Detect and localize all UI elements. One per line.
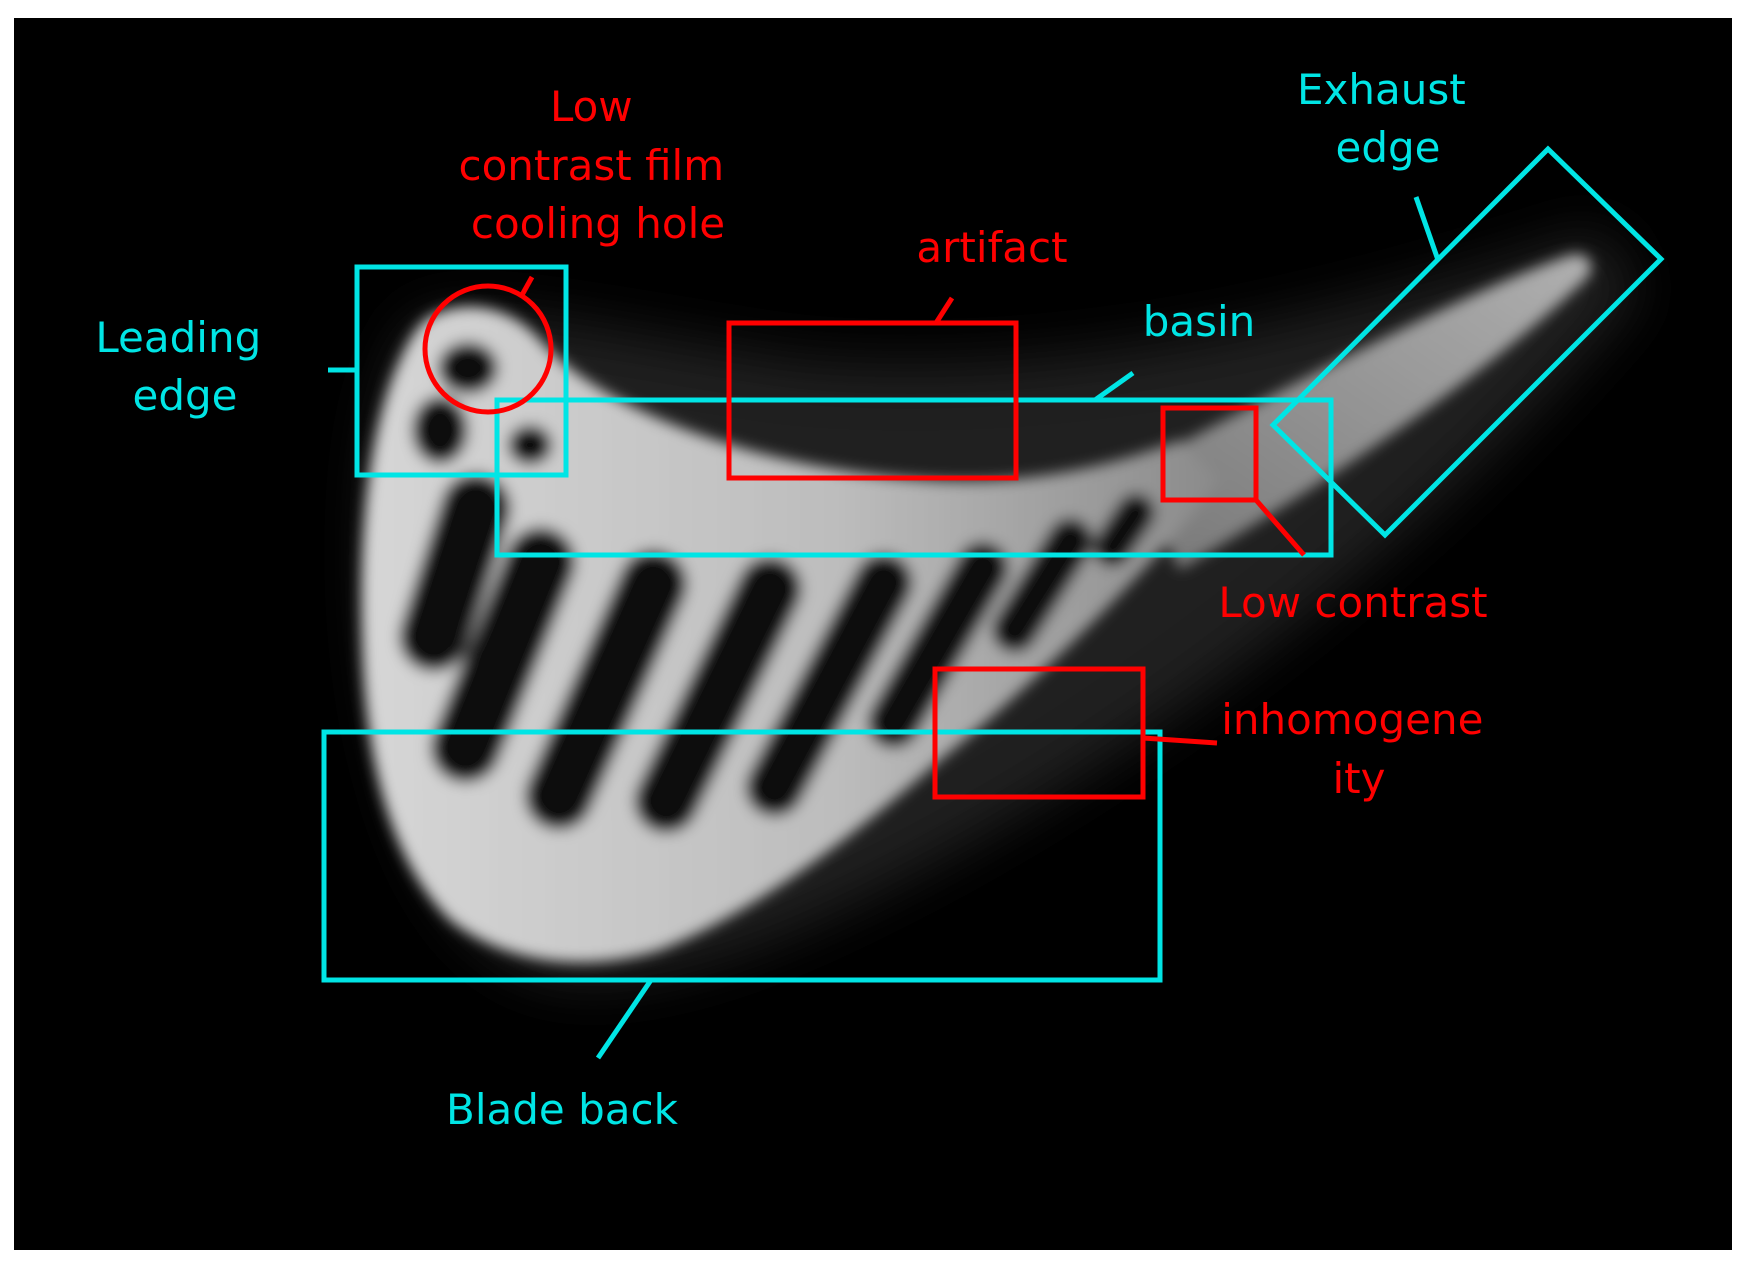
label-leading-edge-line2: edge bbox=[133, 371, 238, 420]
low-contrast-leader bbox=[1254, 498, 1306, 557]
label-exhaust-edge-line2: edge bbox=[1336, 123, 1441, 172]
blade-trailing-tail bbox=[1130, 254, 1592, 571]
label-artifact-line1: artifact bbox=[916, 223, 1067, 272]
label-film-hole: Low contrast film cooling hole bbox=[459, 82, 738, 248]
red-annotations bbox=[422, 275, 1306, 800]
turbine-blade-cross-section bbox=[361, 254, 1592, 963]
basin-leader bbox=[1093, 370, 1135, 403]
label-film-hole-line1: Low bbox=[550, 82, 633, 131]
label-blade-back-line1: Blade back bbox=[446, 1085, 679, 1134]
basin-box bbox=[494, 397, 1334, 558]
label-inhomogeneity-line2: ity bbox=[1333, 754, 1386, 803]
label-film-hole-line2: contrast film bbox=[459, 141, 725, 190]
label-exhaust-edge-line1: Exhaust bbox=[1297, 65, 1466, 114]
label-artifact: artifact bbox=[916, 223, 1067, 272]
label-exhaust-edge: Exhaust edge bbox=[1297, 65, 1479, 172]
label-basin-line1: basin bbox=[1143, 297, 1256, 346]
label-blade-back: Blade back bbox=[446, 1085, 679, 1134]
label-leading-edge-line1: Leading bbox=[95, 313, 261, 362]
low-contrast-box bbox=[1160, 405, 1259, 503]
film-hole-circle bbox=[422, 283, 554, 415]
cooling-channels bbox=[398, 473, 1155, 834]
film-hole-leader bbox=[519, 275, 535, 297]
blade-back-box bbox=[321, 729, 1163, 983]
leading-edge-cavities bbox=[412, 342, 552, 465]
inhomogeneity-leader bbox=[1142, 735, 1218, 746]
label-low-contrast-line1: Low contrast bbox=[1218, 578, 1487, 627]
blade-back-leader bbox=[595, 978, 654, 1060]
exhaust-edge-box bbox=[1269, 145, 1665, 539]
inhomogeneity-box bbox=[932, 666, 1146, 800]
label-low-contrast: Low contrast bbox=[1218, 578, 1487, 627]
artifact-leader bbox=[933, 296, 955, 325]
label-inhomogeneity-line1: inhomogene bbox=[1221, 695, 1483, 744]
label-basin: basin bbox=[1143, 297, 1256, 346]
cyan-annotations bbox=[321, 145, 1665, 1060]
label-film-hole-line3: cooling hole bbox=[471, 199, 725, 248]
artifact-box bbox=[726, 320, 1019, 481]
exhaust-edge-leader bbox=[1413, 196, 1441, 261]
label-inhomogeneity: inhomogene ity bbox=[1221, 695, 1497, 803]
label-leading-edge: Leading edge bbox=[95, 313, 274, 420]
